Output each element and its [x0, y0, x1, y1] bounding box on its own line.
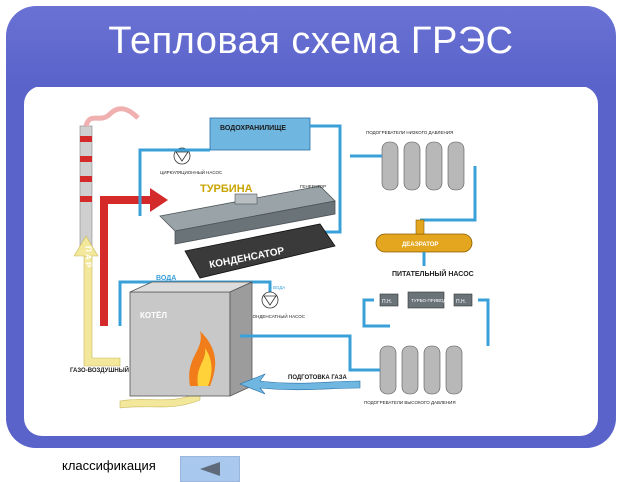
- boiler: [129, 281, 253, 397]
- air-gas-tract-label: ГАЗО-ВОЗДУШНЫЙ ТРАКТ: [70, 366, 150, 374]
- title-underline: [18, 84, 598, 87]
- low-pressure-heaters: [381, 141, 465, 191]
- generator-label: ГЕНЕРАТОР: [300, 184, 326, 189]
- feed-pump-label: ПИТАТЕЛЬНЫЙ НАСОС: [392, 269, 474, 278]
- chimney: [79, 106, 140, 247]
- steam-label: П А Р: [84, 246, 93, 268]
- gas-prep-label: ПОДГОТОВКА ГАЗА: [288, 375, 347, 381]
- pn-left-box: [379, 293, 399, 307]
- classification-label: классификация: [62, 458, 156, 473]
- turbo-drive-label: ТУРБО-ПРИВОД: [411, 298, 446, 303]
- slide-title: Тепловая схема ГРЭС: [108, 20, 514, 62]
- pn-left-label: П.Н.: [382, 299, 392, 305]
- back-button[interactable]: [180, 456, 240, 482]
- pn-right-label: П.Н.: [456, 299, 466, 305]
- pn-right-box: [453, 293, 473, 307]
- low-pressure-heaters-label: ПОДОГРЕВАТЕЛИ НИЗКОГО ДАВЛЕНИЯ: [366, 130, 453, 135]
- circulation-pump-label: ЦИРКУЛЯЦИОННЫЙ НАСОС: [160, 168, 223, 175]
- condenser: [184, 223, 336, 279]
- boiler-label: КОТЁЛ: [140, 311, 167, 320]
- gas-prep-arrow: [239, 373, 361, 395]
- reservoir: [209, 117, 311, 151]
- steam-line: [100, 188, 168, 326]
- slide-content: [24, 86, 598, 436]
- condensate-pump-label: КОНДЕНСАТНЫЙ НАСОС: [250, 312, 306, 319]
- reservoir-label: ВОДОХРАНИЛИЩЕ: [220, 125, 286, 132]
- water-small-label: ВОДА: [273, 285, 285, 290]
- high-pressure-heaters: [379, 345, 463, 395]
- turbine-label: ТУРБИНА: [200, 183, 253, 195]
- turbo-drive-box: [407, 291, 445, 309]
- high-pressure-heaters-label: ПОДОГРЕВАТЕЛИ ВЫСОКОГО ДАВЛЕНИЯ: [364, 400, 456, 405]
- air-intake-path: [119, 391, 201, 409]
- water-label: ВОДА: [156, 275, 176, 282]
- title-bar: Тепловая схема ГРЭС: [6, 6, 616, 84]
- deaerator-label: ДЕАЭРАТОР: [402, 242, 438, 248]
- turbine: [159, 185, 336, 245]
- power-plant-diagram: ГАЗО-ВОЗДУШНЫЙ ТРАКТ П А Р ВОДОХРАНИЛИЩЕ…: [70, 106, 490, 409]
- arrow-left-icon: [200, 462, 220, 476]
